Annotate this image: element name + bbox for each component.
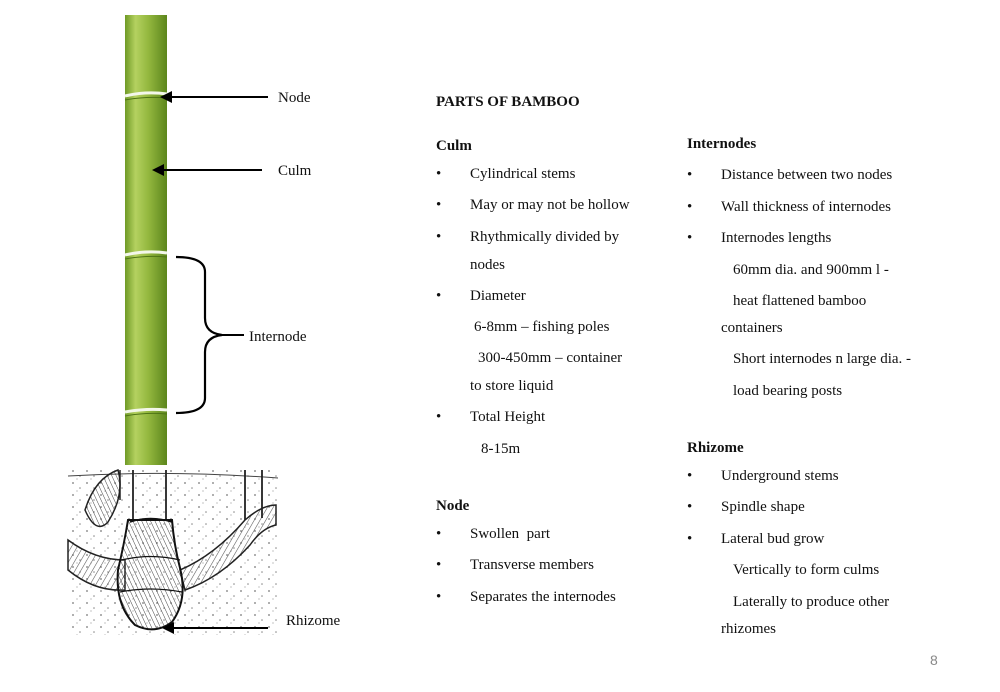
- bullet: •: [687, 531, 693, 547]
- bullet: •: [687, 167, 693, 183]
- rhizome-drawing: [67, 469, 279, 635]
- culm-heading: Culm: [436, 138, 472, 154]
- sub-item-continued: containers: [721, 320, 783, 336]
- bullet: •: [687, 468, 693, 484]
- node-arrow: [160, 91, 268, 103]
- bullet: •: [436, 589, 442, 605]
- list-item: Internodes lengths: [721, 230, 832, 246]
- list-item: Total Height: [470, 409, 546, 425]
- node-ring: [124, 407, 168, 417]
- bullet: •: [436, 166, 442, 182]
- bullet: •: [436, 526, 442, 542]
- bullet: •: [687, 230, 693, 246]
- culm-stem: [124, 15, 168, 465]
- page-title: PARTS OF BAMBOO: [436, 94, 580, 110]
- internodes-heading: Internodes: [687, 136, 757, 152]
- label-internode: Internode: [249, 329, 307, 345]
- list-item: Separates the internodes: [470, 589, 616, 605]
- label-culm: Culm: [278, 163, 312, 179]
- sub-item: Short internodes n large dia. -: [733, 351, 912, 367]
- culm-arrow: [152, 164, 262, 176]
- sub-item: Vertically to form culms: [733, 562, 880, 578]
- bullet: •: [436, 229, 442, 245]
- list-item: Spindle shape: [721, 499, 805, 515]
- list-item: Diameter: [470, 288, 526, 304]
- list-item: Transverse members: [470, 557, 595, 573]
- bullet: •: [436, 197, 442, 213]
- node-heading: Node: [436, 498, 470, 514]
- list-item: Distance between two nodes: [721, 167, 893, 183]
- label-rhizome: Rhizome: [286, 613, 341, 629]
- rhizome-heading: Rhizome: [687, 440, 744, 456]
- list-item: Wall thickness of internodes: [721, 199, 892, 215]
- bullet: •: [436, 409, 442, 425]
- sub-item-continued: rhizomes: [721, 621, 776, 637]
- list-item: May or may not be hollow: [470, 197, 630, 213]
- bullet: •: [687, 199, 693, 215]
- label-node: Node: [278, 90, 311, 106]
- sub-item: 60mm dia. and 900mm l -: [733, 262, 889, 278]
- sub-item: 300-450mm – container: [478, 350, 623, 366]
- node-ring: [124, 250, 168, 260]
- sub-item: 8-15m: [481, 441, 521, 457]
- sub-item: heat flattened bamboo: [733, 293, 867, 309]
- sub-item-continued: to store liquid: [470, 378, 554, 394]
- list-item: Lateral bud grow: [721, 531, 825, 547]
- sub-item: 6-8mm – fishing poles: [474, 319, 610, 335]
- bullet: •: [436, 557, 442, 573]
- sub-item-continued: load bearing posts: [733, 383, 843, 399]
- rhizome-arrow: [162, 622, 268, 634]
- list-item: Cylindrical stems: [470, 166, 576, 182]
- page-number: 8: [930, 652, 938, 668]
- list-item: Underground stems: [721, 468, 839, 484]
- sub-item: Laterally to produce other: [733, 594, 890, 610]
- bullet: •: [436, 288, 442, 304]
- list-item: Swollen part: [470, 526, 550, 542]
- internode-bracket: [175, 255, 244, 415]
- list-item: Rhythmically divided by: [470, 229, 620, 245]
- list-item-continued: nodes: [470, 257, 505, 273]
- bullet: •: [687, 499, 693, 515]
